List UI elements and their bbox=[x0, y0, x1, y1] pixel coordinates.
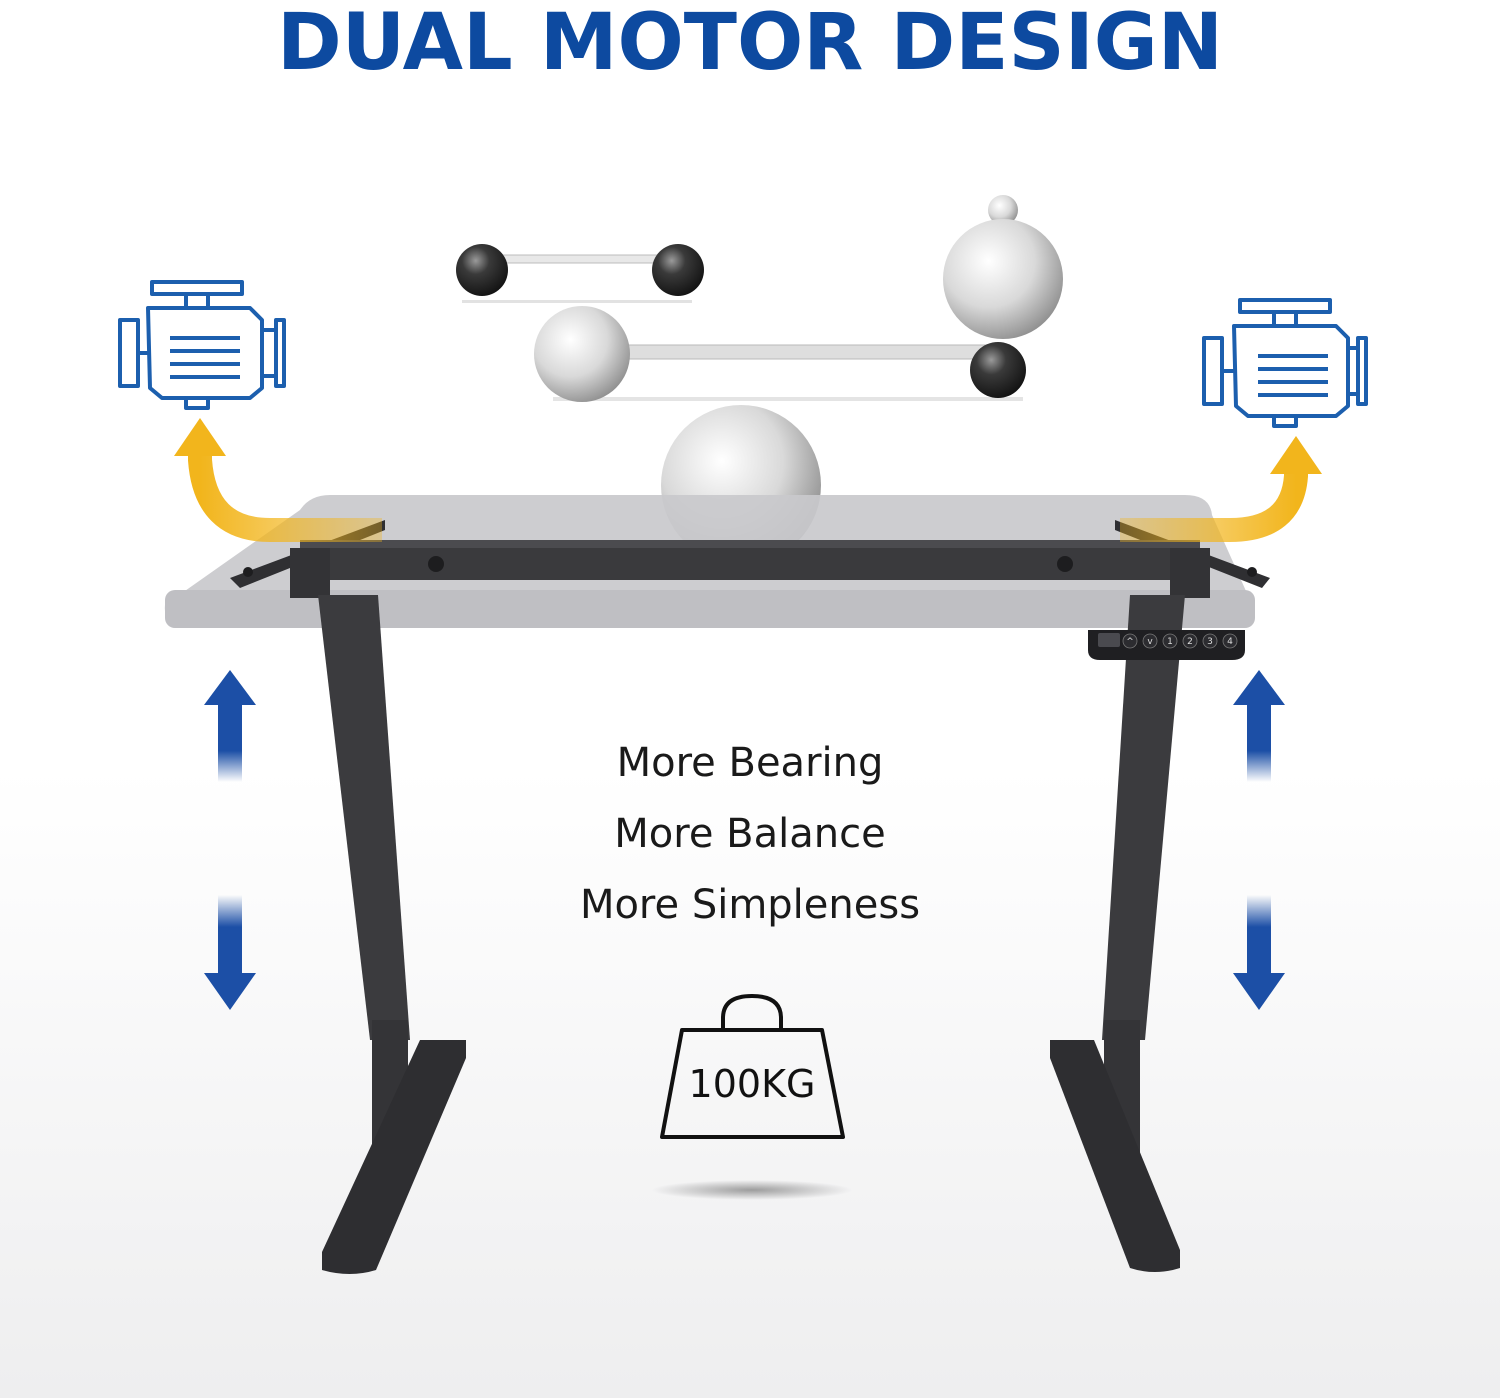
left-motor-arrow bbox=[174, 418, 382, 542]
white-ball bbox=[988, 195, 1018, 225]
panel-button-label: ^ bbox=[1126, 637, 1134, 647]
panel-button[interactable] bbox=[1202, 633, 1218, 649]
floor-shadow bbox=[652, 1180, 852, 1200]
panel-button[interactable] bbox=[1122, 633, 1138, 649]
white-ball bbox=[943, 219, 1063, 339]
panel-button-label: v bbox=[1147, 637, 1153, 647]
control-buttons[interactable]: ^ v 1 2 3 4 bbox=[1122, 633, 1238, 649]
engine-icon bbox=[118, 280, 286, 410]
height-down-arrow bbox=[1233, 895, 1285, 1010]
weight-icon bbox=[660, 994, 845, 1139]
panel-button[interactable] bbox=[1162, 633, 1178, 649]
height-down-arrow bbox=[204, 895, 256, 1010]
engine-icon bbox=[1202, 298, 1368, 428]
left-leg bbox=[318, 595, 466, 1274]
weight-label: 100KG bbox=[688, 1062, 816, 1106]
panel-button-label: 4 bbox=[1227, 637, 1233, 647]
panel-button[interactable] bbox=[1182, 633, 1198, 649]
right-motor-arrow bbox=[1120, 436, 1322, 542]
right-leg bbox=[1050, 595, 1185, 1272]
panel-button[interactable] bbox=[1142, 633, 1158, 649]
height-up-arrow bbox=[1233, 670, 1285, 782]
dark-ball bbox=[970, 342, 1026, 398]
dark-ball bbox=[652, 244, 704, 296]
feature-list: More Bearing More Balance More Simplenes… bbox=[520, 728, 980, 941]
panel-button[interactable] bbox=[1222, 633, 1238, 649]
balance-sculpture bbox=[456, 195, 1063, 565]
feature-item: More Simpleness bbox=[579, 882, 921, 928]
panel-button-label: 2 bbox=[1187, 637, 1193, 647]
control-panel: ^ v 1 2 3 4 bbox=[1088, 630, 1245, 660]
panel-button-label: 1 bbox=[1167, 637, 1173, 647]
feature-item: More Balance bbox=[614, 811, 886, 857]
feature-item: More Bearing bbox=[616, 740, 884, 786]
height-up-arrow bbox=[204, 670, 256, 782]
dark-ball bbox=[456, 244, 508, 296]
white-ball bbox=[534, 306, 630, 402]
panel-button-label: 3 bbox=[1207, 637, 1213, 647]
headline: DUAL MOTOR DESIGN bbox=[276, 0, 1224, 88]
